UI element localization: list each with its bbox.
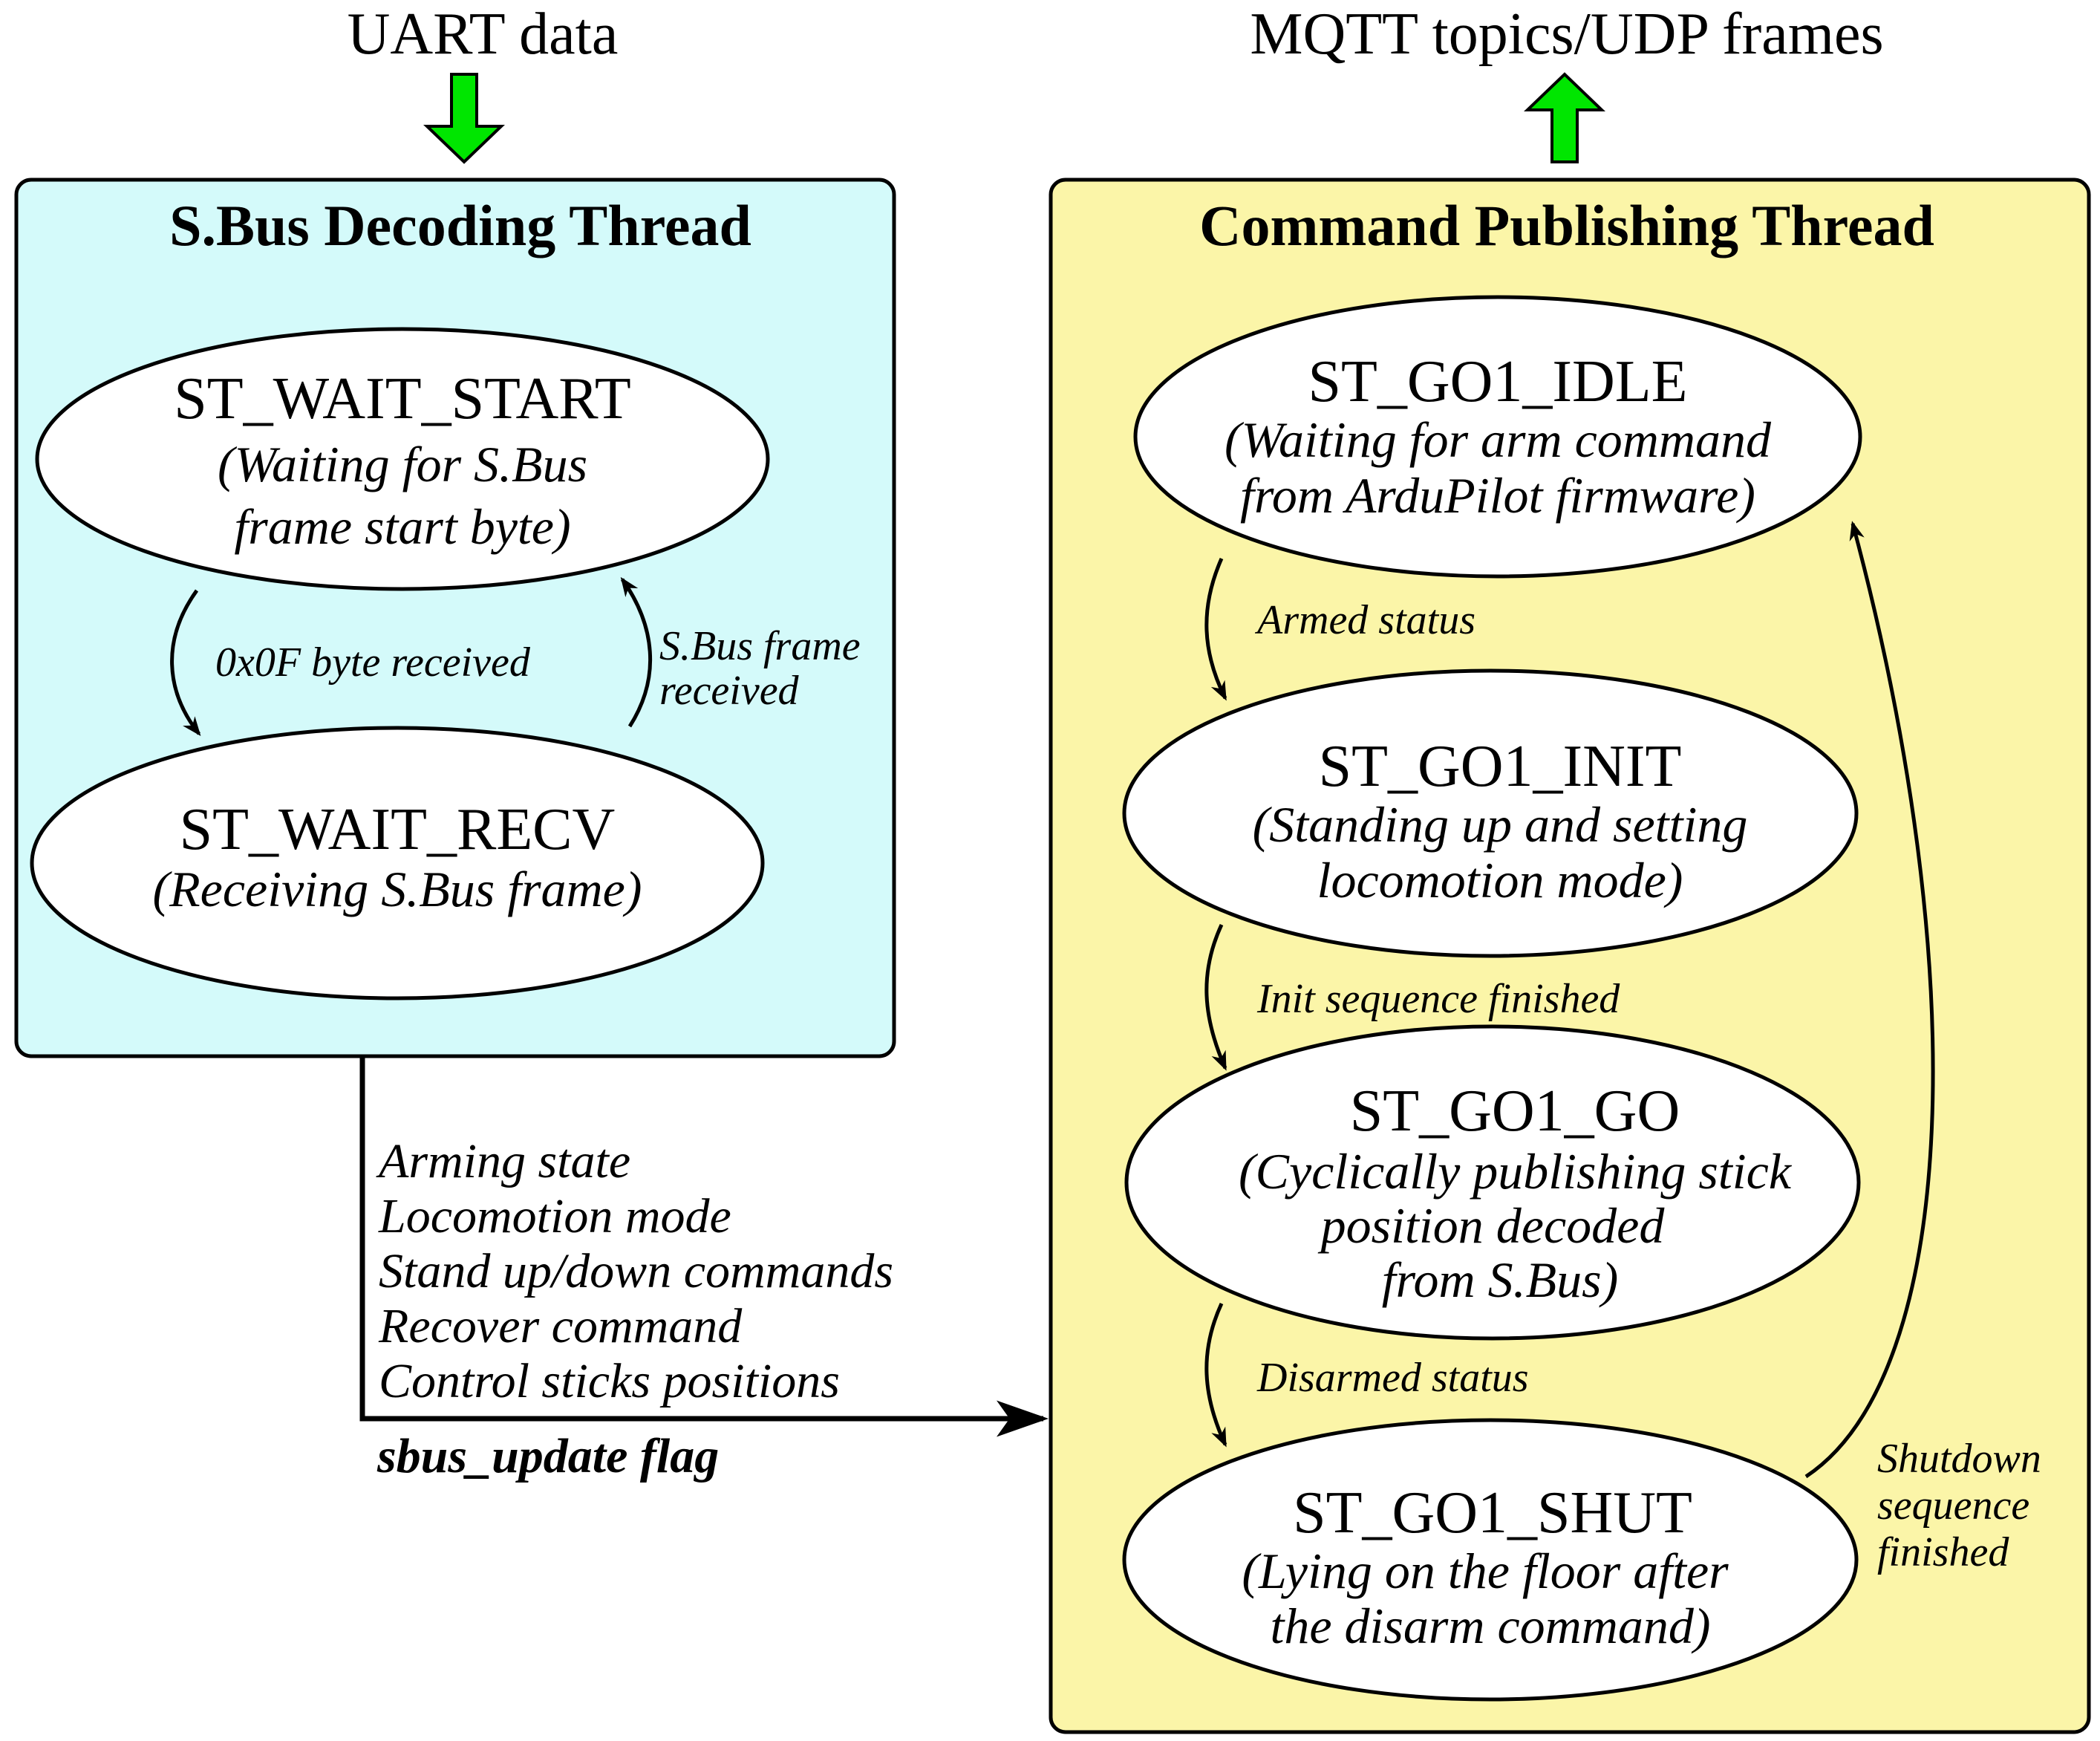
state-name: ST_GO1_IDLE (1308, 349, 1687, 414)
state-name: ST_GO1_INIT (1319, 734, 1682, 799)
transition-arrow-shut-to-idle (1804, 521, 1935, 1479)
command-panel-title: Command Publishing Thread (1199, 193, 1934, 258)
state-go1-init: ST_GO1_INIT (Standing up and setting loc… (1122, 668, 1859, 958)
state-name: ST_GO1_SHUT (1293, 1480, 1692, 1546)
output-label: MQTT topics/UDP frames (1250, 1, 1883, 67)
state-name: ST_GO1_GO (1350, 1078, 1680, 1144)
transition-arrow-start-to-recv (170, 589, 201, 737)
state-desc-line: (Receiving S.Bus frame) (153, 861, 642, 917)
sbus-decoding-panel: S.Bus Decoding Thread ST_WAIT_START (Wai… (14, 178, 896, 1058)
state-desc-line: from ArduPilot firmware) (1240, 467, 1755, 524)
state-desc-line: (Waiting for arm command (1225, 411, 1772, 468)
state-desc-line: the disarm command) (1270, 1598, 1710, 1654)
state-go1-shut: ST_GO1_SHUT (Lying on the floor after th… (1122, 1418, 1859, 1702)
state-desc-line: from S.Bus) (1382, 1252, 1619, 1308)
transition-arrow-idle-to-init (1204, 557, 1227, 701)
state-desc-line: frame start byte) (234, 498, 570, 555)
transition-label: Init sequence finished (1256, 976, 1620, 1022)
output-arrow (1524, 72, 1605, 163)
transition-label: finished (1877, 1529, 2009, 1575)
transition-arrow-init-to-go (1204, 923, 1227, 1071)
flow-arrow (359, 1058, 1049, 1437)
transition-arrow-go-to-shut (1204, 1302, 1227, 1448)
state-desc-line: (Standing up and setting (1253, 796, 1748, 853)
transition-label: 0x0F byte received (215, 640, 531, 686)
transition-arrow-recv-to-start (620, 576, 653, 728)
transition-label: Shutdown (1877, 1436, 2041, 1482)
state-go1-go: ST_GO1_GO (Cyclically publishing stick p… (1124, 1024, 1861, 1341)
state-go1-idle: ST_GO1_IDLE (Waiting for arm command fro… (1133, 295, 1862, 579)
input-label: UART data (348, 1, 619, 67)
sbus-update-flag: sbus_update flag (376, 1429, 719, 1483)
state-desc-line: position decoded (1318, 1197, 1666, 1254)
shared-data-item: Arming state (376, 1134, 630, 1188)
transition-label: sequence (1877, 1483, 2029, 1529)
shared-data-item: Control sticks positions (379, 1354, 840, 1408)
shared-data-item: Recover command (378, 1299, 743, 1353)
command-publishing-panel: Command Publishing Thread ST_GO1_IDLE (W… (1049, 178, 2091, 1734)
transition-label: S.Bus frame (659, 623, 861, 669)
transition-label: received (659, 668, 800, 714)
input-arrow (423, 73, 505, 164)
transition-label: Disarmed status (1256, 1355, 1529, 1401)
state-name: ST_WAIT_START (174, 366, 630, 432)
state-wait-start: ST_WAIT_START (Waiting for S.Bus frame s… (35, 327, 770, 591)
shared-data-item: Stand up/down commands (379, 1244, 893, 1298)
state-desc-line: (Cyclically publishing stick (1239, 1143, 1793, 1200)
state-desc-line: (Lying on the floor after (1242, 1543, 1729, 1599)
state-wait-recv: ST_WAIT_RECV (Receiving S.Bus frame) (30, 726, 765, 1000)
state-desc-line: locomotion mode) (1317, 852, 1683, 908)
state-desc-line: (Waiting for S.Bus (218, 436, 587, 492)
state-name: ST_WAIT_RECV (180, 797, 616, 862)
sbus-panel-title: S.Bus Decoding Thread (169, 193, 751, 258)
transition-label: Armed status (1254, 597, 1475, 643)
shared-data-item: Locomotion mode (378, 1189, 731, 1243)
shared-data-flow: Arming state Locomotion mode Stand up/do… (359, 1058, 1049, 1483)
